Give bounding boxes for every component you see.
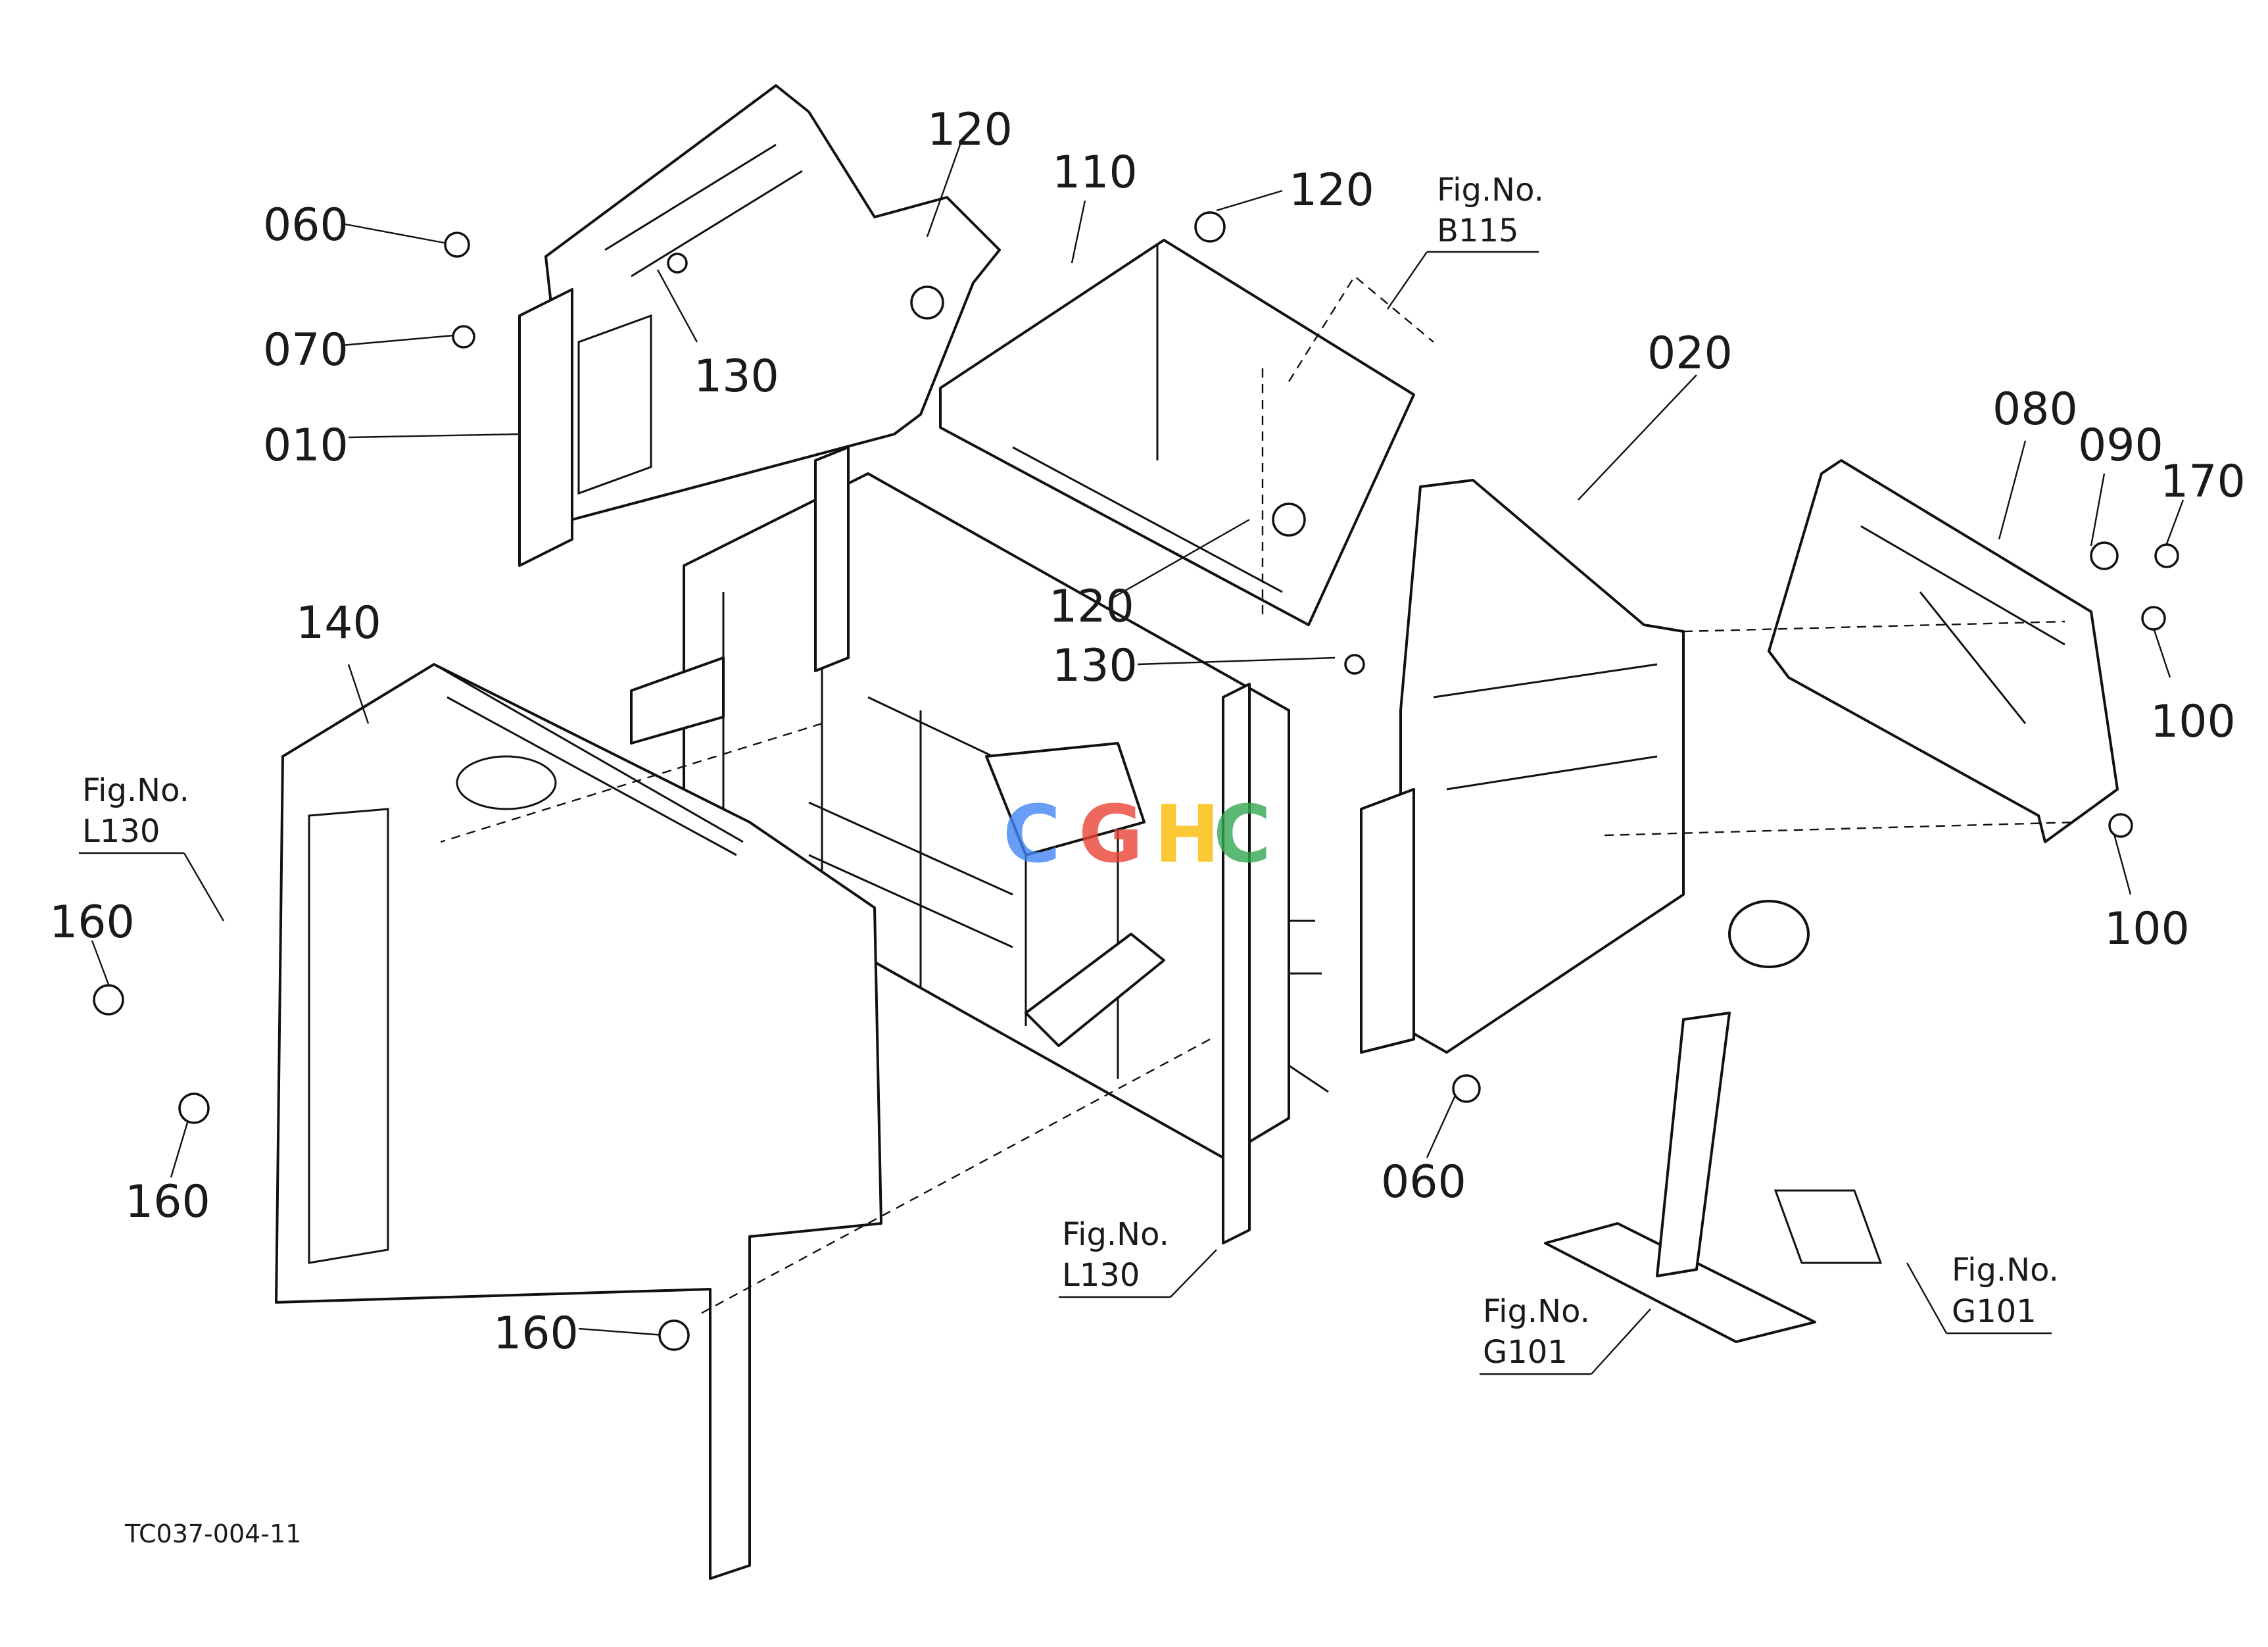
callout-080: 080 xyxy=(1992,383,2078,435)
fasteners xyxy=(93,211,2179,1351)
watermark-letter-1: C xyxy=(1003,789,1061,881)
bolt-100-lower xyxy=(2108,813,2133,838)
center-frame xyxy=(630,446,1329,1244)
callout-120-top-right: 120 xyxy=(1289,164,1374,216)
bolt-100-upper xyxy=(2141,606,2166,631)
fig-label: Fig.No. xyxy=(1437,172,1544,209)
fig-number-g101-right: G101 xyxy=(1952,1293,2037,1330)
watermark-letter-3: H xyxy=(1154,789,1220,881)
callout-120-top-left: 120 xyxy=(927,104,1013,156)
fig-number-l130-center: L130 xyxy=(1062,1257,1140,1294)
fig-number-g101-bottom: G101 xyxy=(1483,1334,1568,1371)
callout-160-left-upper: 160 xyxy=(49,897,135,948)
callout-090: 090 xyxy=(2078,420,2163,472)
fig-number-b115: B115 xyxy=(1437,212,1519,249)
callout-020: 020 xyxy=(1647,328,1733,380)
part-080-rear-cover xyxy=(1768,459,2119,843)
figure-reference-l130-center: Fig.No. L130 xyxy=(1059,1216,1217,1298)
callout-120-middle: 120 xyxy=(1049,581,1134,633)
callout-060-bottom: 060 xyxy=(1381,1156,1466,1208)
callout-060-top: 060 xyxy=(263,199,349,251)
watermark-letter-2: G xyxy=(1078,789,1144,881)
bolt-160-bottom xyxy=(658,1319,690,1351)
callout-010: 010 xyxy=(263,420,349,472)
figure-reference-b115: Fig.No. B115 xyxy=(1387,172,1544,310)
figure-reference-l130-left: Fig.No. L130 xyxy=(79,772,225,922)
fig-label: Fig.No. xyxy=(1483,1293,1590,1330)
callout-100-lower: 100 xyxy=(2104,903,2190,955)
callout-130-left: 130 xyxy=(694,351,779,403)
steering-column-assembly xyxy=(1544,900,1883,1343)
bolt-170 xyxy=(2154,543,2179,568)
nut-130-a xyxy=(667,253,688,274)
bolt-120-b xyxy=(1194,211,1226,243)
callout-110: 110 xyxy=(1052,147,1138,199)
part-140-fender xyxy=(275,663,882,1580)
fig-label: Fig.No. xyxy=(82,772,189,809)
bolt-060-bottom xyxy=(1452,1074,1481,1103)
fig-label: Fig.No. xyxy=(1952,1252,2059,1289)
bolt-060-top xyxy=(444,232,470,258)
bolt-160-left-lower xyxy=(178,1093,210,1124)
bolt-120-c xyxy=(1272,503,1306,537)
callout-numbers: 010 020 060 060 070 080 090 100 100 110 … xyxy=(49,104,2246,1360)
nut-130-b xyxy=(1344,654,1365,675)
callout-140: 140 xyxy=(296,597,381,649)
figure-reference-g101-right: Fig.No. G101 xyxy=(1906,1252,2059,1335)
fig-label: Fig.No. xyxy=(1062,1216,1169,1253)
nut-070 xyxy=(452,325,475,349)
figure-reference-g101-bottom: Fig.No. G101 xyxy=(1480,1293,1651,1375)
callout-170: 170 xyxy=(2160,456,2246,508)
part-010-side-cover xyxy=(518,84,1001,567)
callout-100-upper: 100 xyxy=(2150,696,2236,748)
fig-number-l130-left: L130 xyxy=(82,813,160,850)
callout-070: 070 xyxy=(263,324,349,376)
cap-090 xyxy=(2090,541,2119,570)
callout-160-left-lower: 160 xyxy=(125,1176,210,1228)
bolt-160-left-upper xyxy=(93,984,124,1016)
drawing-code: TC037-004-11 xyxy=(124,1519,301,1548)
bolt-120-a xyxy=(910,285,944,320)
watermark-letter-4: C xyxy=(1213,789,1271,881)
callout-130-middle: 130 xyxy=(1052,640,1138,692)
part-020-front-panel xyxy=(1360,479,1685,1054)
watermark-logo: C G H C xyxy=(1003,789,1271,881)
callout-160-bottom: 160 xyxy=(493,1308,579,1360)
